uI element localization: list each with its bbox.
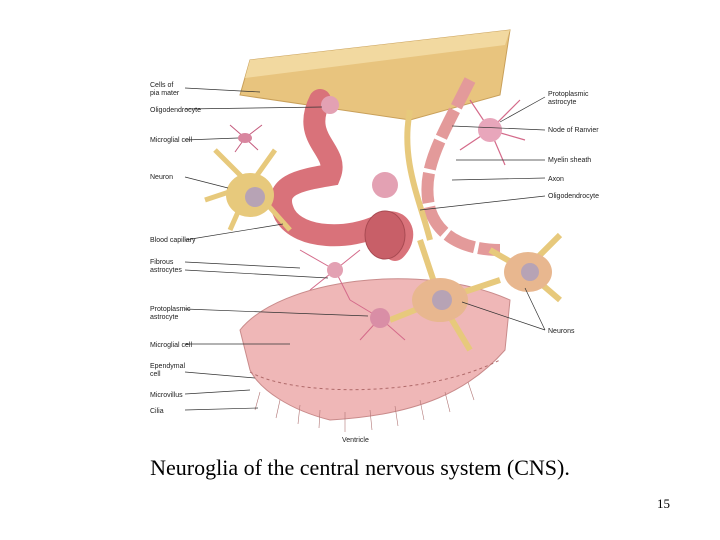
oligodendrocyte-body-left: [321, 96, 339, 114]
left-labels: Cells of pia mater Oligodendrocyte Micro…: [150, 82, 201, 415]
label-ependymal-cell: Ependymal cell: [150, 363, 187, 378]
protoplasmic-astrocyte-top: [459, 99, 526, 166]
fibrous-astrocyte: [299, 249, 361, 301]
axon-core: [404, 109, 433, 241]
label-ventricle: Ventricle: [342, 437, 369, 444]
label-blood-capillary: Blood capillary: [150, 237, 196, 244]
protoplasmic-astrocyte-low: [349, 299, 406, 341]
neuroglia-illustration: Cells of pia mater Oligodendrocyte Micro…: [150, 29, 599, 444]
label-oligodendrocyte: Oligodendrocyte: [150, 107, 201, 114]
label-microglial-cell-2: Microglial cell: [150, 342, 192, 349]
label-microvillus: Microvillus: [150, 392, 183, 399]
capillary-cross-section: [364, 210, 406, 260]
label-protoplasmic-astrocyte: Protoplasmic astrocyte: [150, 306, 192, 321]
microglial-cell-body: [229, 124, 263, 153]
label-axon: Axon: [548, 176, 564, 183]
label-fibrous-astrocytes: Fibrous astrocytes: [150, 259, 182, 274]
page-number: 15: [657, 496, 670, 511]
label-cells-of-pia-mater: Cells of pia mater: [150, 82, 180, 97]
figure-caption: Neuroglia of the central nervous system …: [150, 455, 570, 480]
neuron-left: [204, 148, 292, 232]
label-neurons: Neurons: [548, 328, 575, 335]
right-labels: Protoplasmic astrocyte Node of Ranvier M…: [548, 91, 599, 335]
neurons-right: [388, 232, 563, 352]
label-node-of-ranvier: Node of Ranvier: [548, 127, 599, 134]
label-neuron: Neuron: [150, 174, 173, 181]
label-myelin-sheath: Myelin sheath: [548, 157, 591, 164]
myelinated-axon: [421, 77, 501, 256]
pia-mater-top: [245, 30, 510, 78]
oligodendrocyte-body-mid: [372, 172, 398, 198]
tissue-illustration: [204, 29, 563, 432]
label-protoplasmic-astrocyte-right: Protoplasmic astrocyte: [548, 91, 590, 106]
label-oligodendrocyte-right: Oligodendrocyte: [548, 193, 599, 200]
label-cilia: Cilia: [150, 408, 164, 415]
label-microglial-cell: Microglial cell: [150, 137, 192, 144]
cilia-fringe: [254, 381, 475, 432]
leader-lines: [184, 87, 546, 411]
